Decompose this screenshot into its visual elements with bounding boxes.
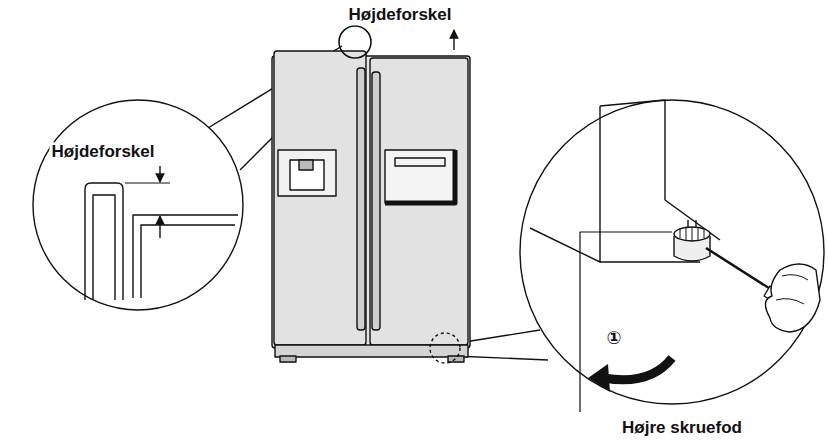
leader-line — [580, 232, 672, 412]
door-panel — [385, 150, 455, 203]
screwdriver — [706, 248, 772, 290]
leveling-detail — [520, 100, 824, 404]
screw-foot — [674, 220, 710, 261]
height-arrow — [453, 30, 454, 50]
height-detail — [33, 100, 243, 310]
rotation-arrow — [604, 358, 672, 380]
detail-marker — [339, 26, 371, 58]
dispenser — [278, 150, 336, 196]
callout-number: ① — [604, 328, 623, 349]
foot-label: Højre skruefod — [620, 418, 744, 438]
height-label: Højdeforskel — [347, 5, 454, 25]
hand — [765, 264, 820, 332]
height-label: Højdeforskel — [50, 142, 157, 162]
detail-marker — [430, 333, 460, 363]
refrigerator — [272, 51, 470, 362]
